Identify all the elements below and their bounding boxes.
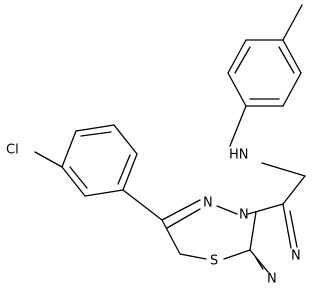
tolyl-ring xyxy=(227,39,302,107)
aryl-nh-bond xyxy=(229,105,247,147)
thiadiazine-ring xyxy=(161,199,251,260)
amine-nh-label: HN xyxy=(229,148,249,163)
c-cl-bond xyxy=(34,151,63,168)
structure-canvas: Cl HN N N N N S xyxy=(6,4,306,287)
triazole-ring xyxy=(247,203,298,273)
ring-nitrogen-label: N xyxy=(203,196,213,211)
ring-nitrogen-label: N xyxy=(267,272,277,287)
sulfur-label: S xyxy=(210,254,218,269)
chlorophenyl-ring xyxy=(61,124,138,197)
chemical-structure: Cl HN N N N N S xyxy=(6,4,306,287)
nh-ch2-bond xyxy=(261,162,306,177)
methyl-bond xyxy=(282,4,303,41)
chlorine-label: Cl xyxy=(6,143,19,158)
ring-nitrogen-label: N xyxy=(239,208,249,223)
ch2-triazole-bond xyxy=(282,175,306,205)
ring-nitrogen-label: N xyxy=(291,249,301,264)
aryl-thiadiazine-bond xyxy=(122,189,163,221)
